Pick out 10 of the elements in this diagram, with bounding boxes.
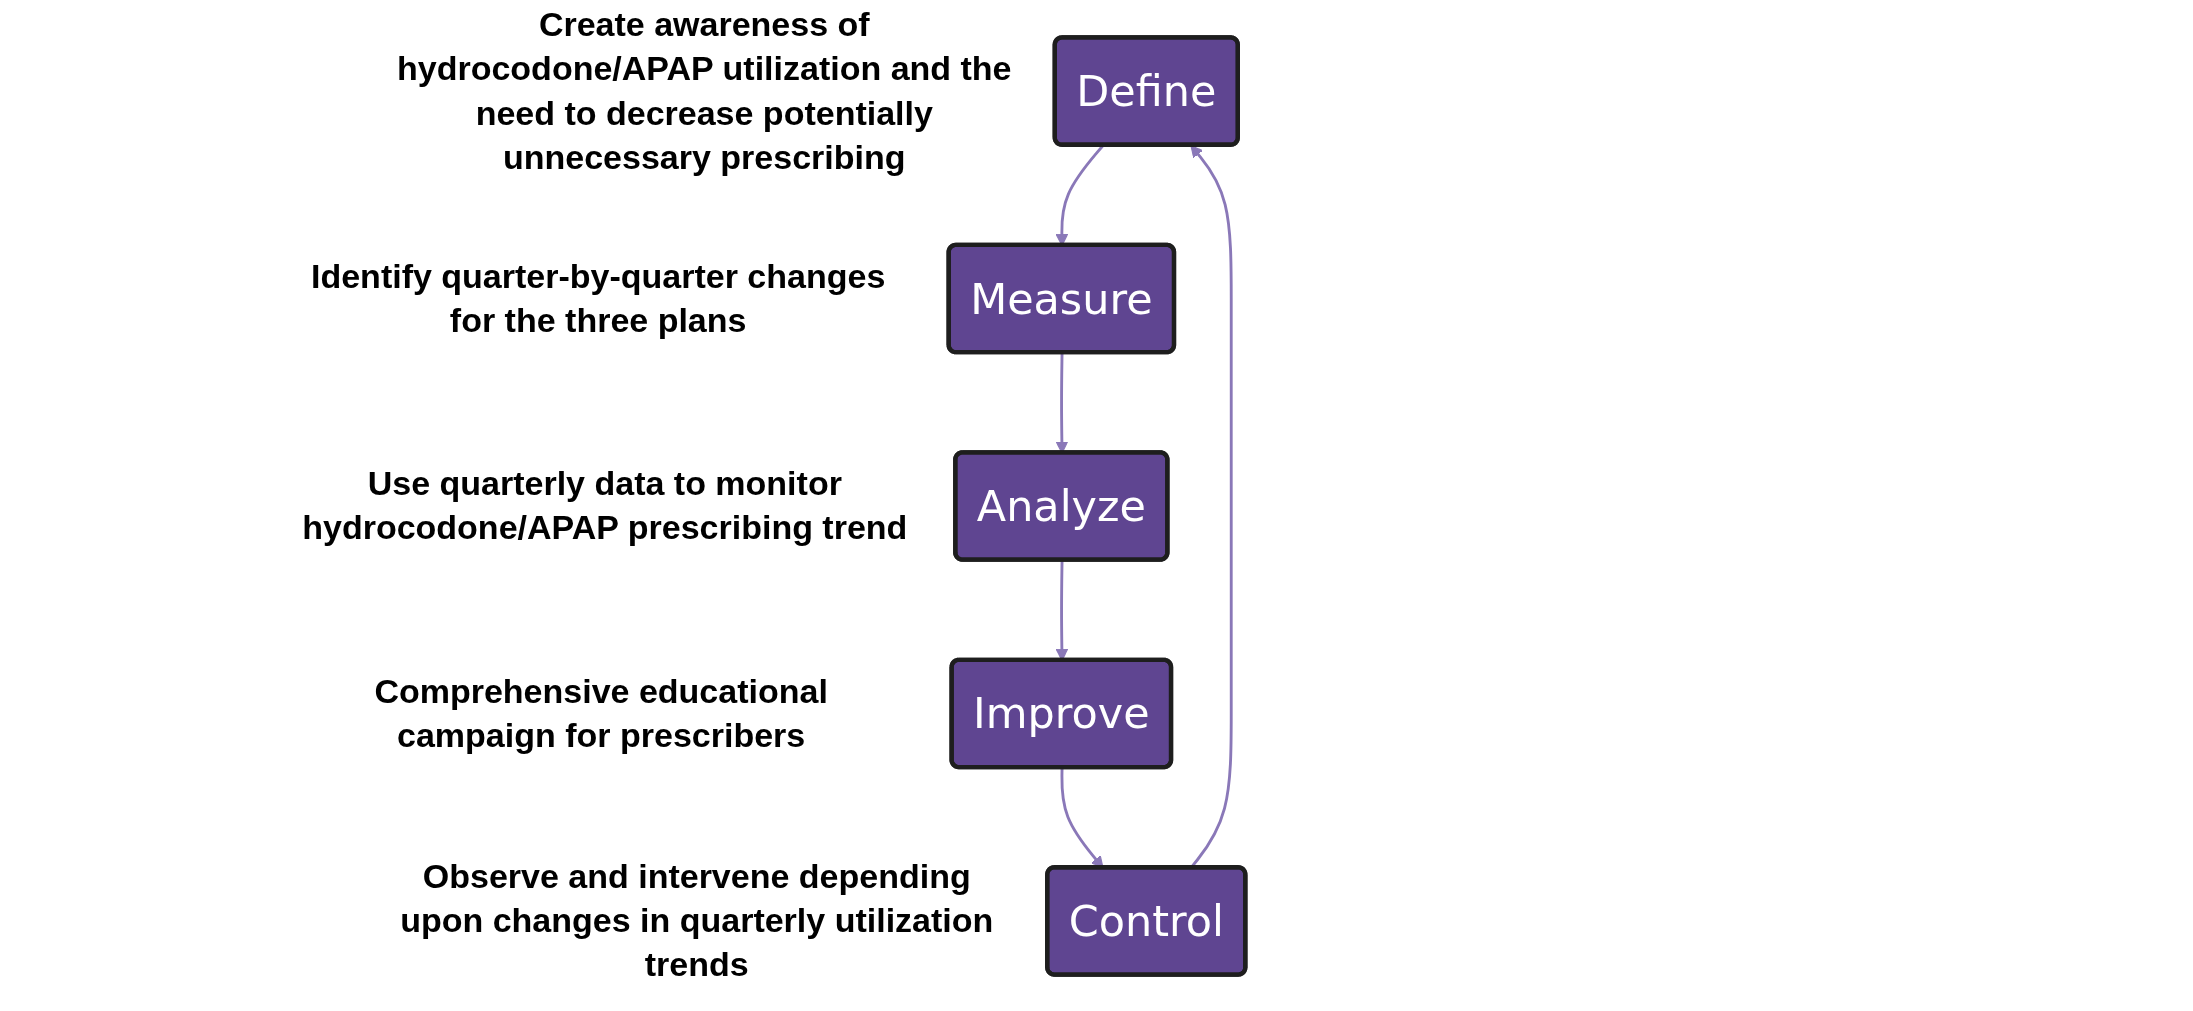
step-box: Measure bbox=[946, 242, 1176, 354]
step-description: Use quarterly data to monitor hydrocodone/APAP prescribing trend bbox=[301, 463, 909, 549]
step-box: Define bbox=[1052, 34, 1240, 147]
step-description: Create awareness of hydrocodone/APAP utilization and the need to decrease potentially unnecessary prescribing bbox=[396, 4, 1013, 178]
step-description: Observe and intervene depending upon changes in quarterly utilization trends bbox=[399, 856, 995, 986]
step-description: Comprehensive educational campaign for prescribers bbox=[373, 670, 829, 756]
step-description: Identify quarter-by-quarter changes for the three plans bbox=[310, 255, 887, 342]
step-box: Analyze bbox=[952, 449, 1169, 562]
step-box: Improve bbox=[949, 657, 1173, 769]
step-box: Control bbox=[1044, 864, 1247, 977]
